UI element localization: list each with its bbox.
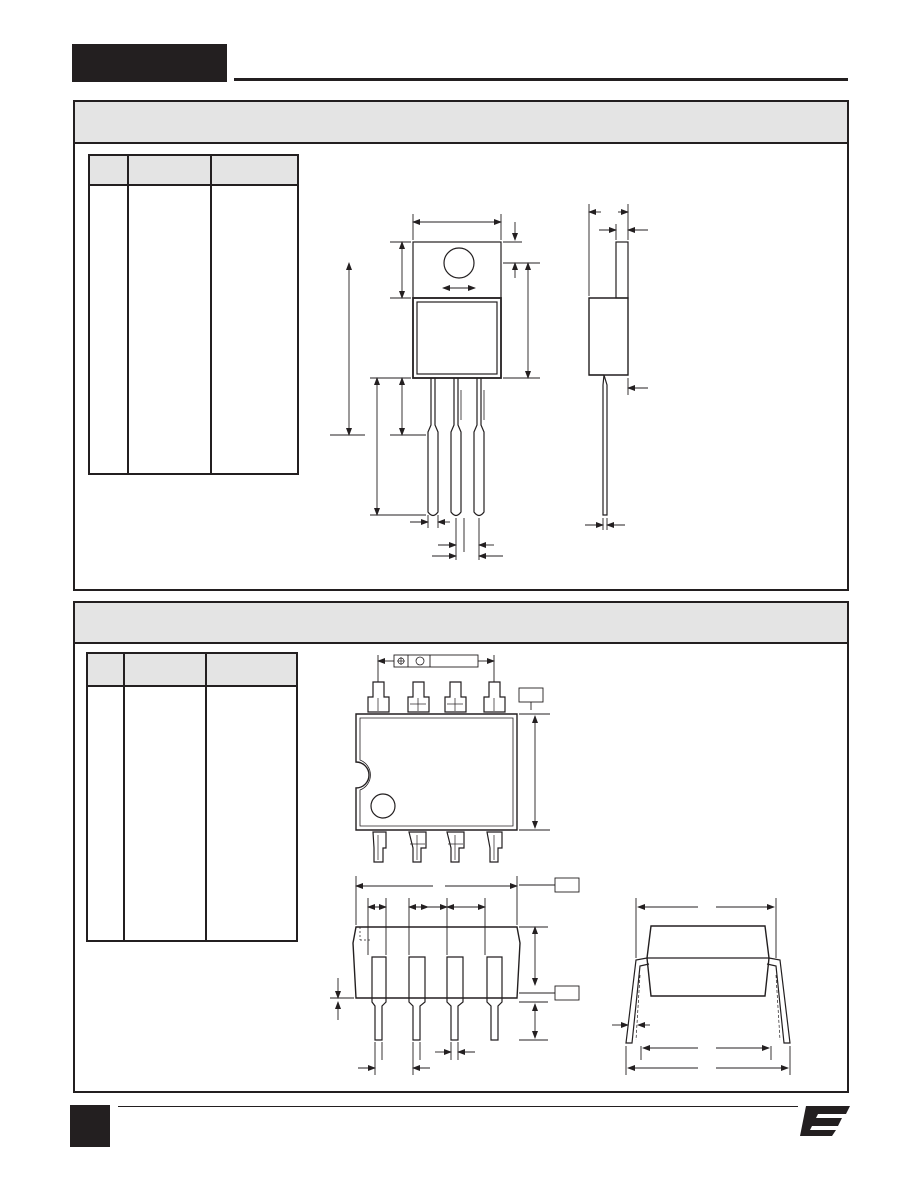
- dip-top-view: [355, 681, 518, 863]
- to220-side-dimensions: [585, 204, 648, 530]
- dip-end-view: [625, 925, 791, 1044]
- panel-header-bottom: [75, 603, 847, 644]
- to220-front-dimensions: [330, 214, 540, 560]
- footer-rule: [118, 1106, 798, 1107]
- to220-front-view: [412, 241, 502, 517]
- dip-side-dimensions: [330, 876, 580, 1075]
- dip-top-dimensions: [377, 654, 550, 831]
- table-column-divider: [210, 156, 212, 473]
- table-column-divider: [123, 654, 125, 940]
- to220-side-view: [588, 241, 629, 516]
- table-column-divider: [205, 654, 207, 940]
- table-header-bottom: [88, 654, 296, 687]
- apex-logo: [800, 1106, 850, 1136]
- dimension-table-bottom: [86, 652, 298, 942]
- header-rule: [234, 78, 848, 81]
- dip-end-dimensions: [612, 898, 791, 1075]
- table-column-divider: [127, 156, 129, 473]
- panel-header-top: [75, 102, 847, 144]
- footer-page-block: [70, 1105, 110, 1147]
- dimension-table-top: [88, 154, 299, 475]
- header-block: [72, 44, 227, 82]
- dip-side-view: [352, 926, 521, 1041]
- table-header-top: [90, 156, 297, 186]
